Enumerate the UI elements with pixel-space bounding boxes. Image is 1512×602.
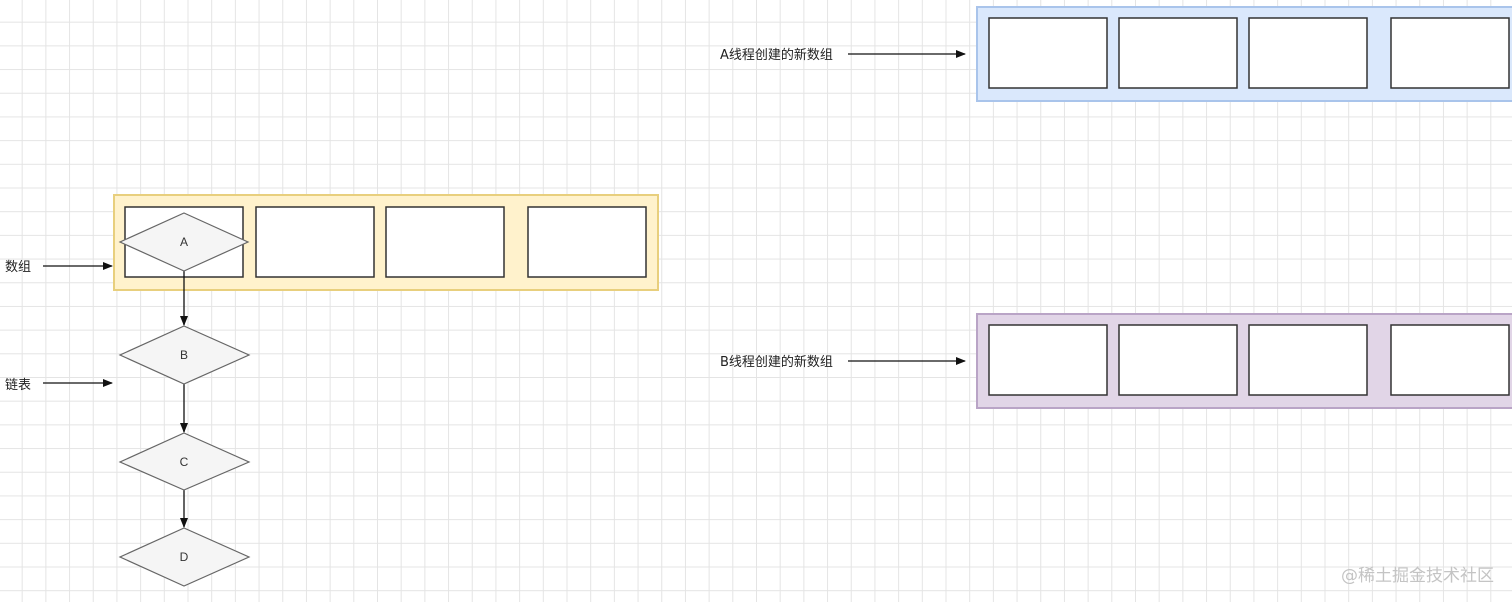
thread-b-array-slot (1390, 324, 1510, 396)
array-label: 数组 (5, 260, 31, 275)
thread-b-array (976, 313, 1512, 409)
label-arrows (43, 50, 966, 387)
thread-b-array-slot (1248, 324, 1368, 396)
node-label-b: B (180, 348, 188, 362)
main-array-slot (527, 206, 647, 278)
linked-list-node-b: B (118, 325, 251, 385)
linked-list-node-a: A (118, 212, 250, 272)
main-array-slot (385, 206, 505, 278)
main-array-slot (255, 206, 375, 278)
linked-list-node-d: D (118, 527, 251, 587)
thread-a-array (976, 6, 1512, 102)
node-label-c: C (180, 455, 189, 469)
node-shape (118, 325, 251, 385)
node-shape (118, 212, 250, 272)
linked-list-label: 链表 (5, 378, 31, 393)
thread-a-array-slot (1118, 17, 1238, 89)
thread-a-array-slot (1390, 17, 1510, 89)
thread-a-array-slot (988, 17, 1108, 89)
node-label-a: A (180, 235, 188, 249)
node-shape (118, 432, 251, 491)
thread-b-array-slot (1118, 324, 1238, 396)
node-label-d: D (180, 550, 189, 564)
thread-b-array-slot (988, 324, 1108, 396)
thread-a-array-label: A线程创建的新数组 (720, 47, 833, 63)
watermark: @稀土掘金技术社区 (1341, 566, 1494, 586)
main-array (113, 194, 659, 291)
linked-list-node-c: C (118, 432, 251, 491)
thread-b-array-label: B线程创建的新数组 (720, 354, 833, 370)
node-shape (118, 527, 251, 587)
thread-a-array-slot (1248, 17, 1368, 89)
